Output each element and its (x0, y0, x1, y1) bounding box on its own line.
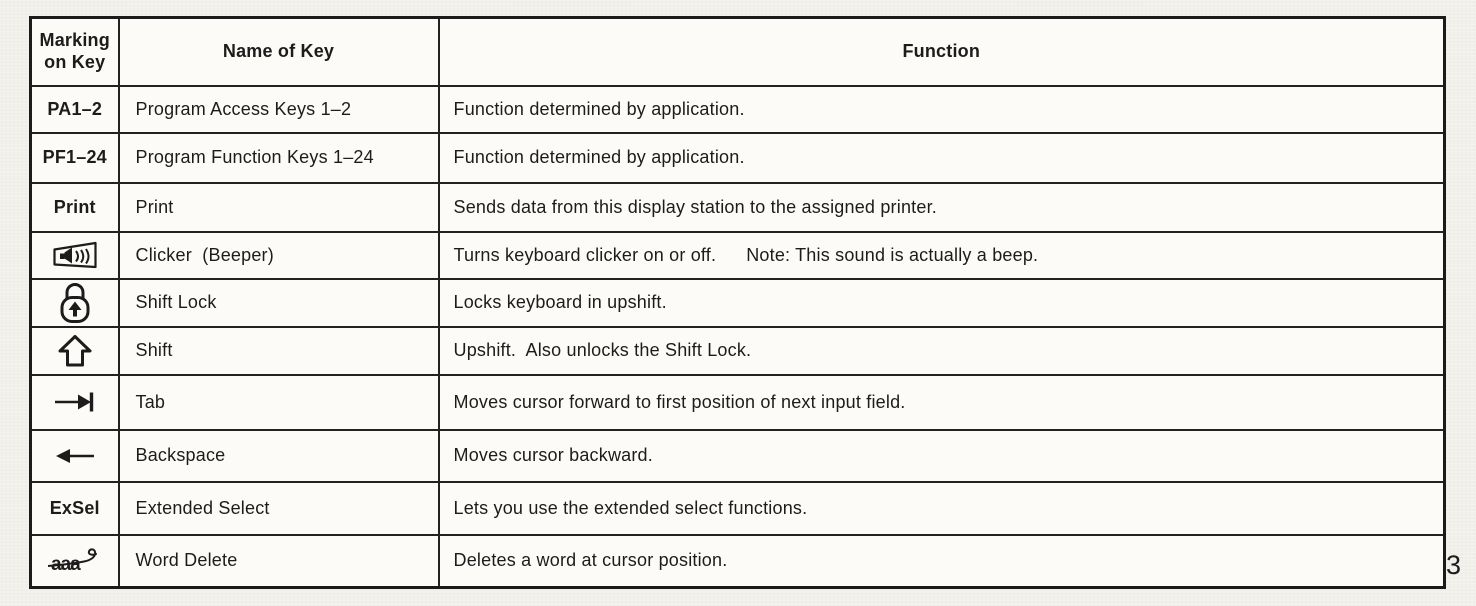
key-name-text: Program Function Keys 1–24 (135, 147, 374, 167)
key-function-cell: Sends data from this display station to … (437, 181, 1446, 233)
table-row: Shift Upshift. Also unlocks the Shift Loc… (29, 325, 1446, 376)
key-function-text: Function determined by application. (453, 147, 745, 167)
key-function-text: Function determined by application. (453, 98, 745, 119)
key-name-cell: Shift (117, 325, 440, 376)
key-function-cell: Locks keyboard in upshift. (437, 277, 1446, 328)
key-marking-cell: Print (29, 181, 120, 233)
key-marking-text: ExSel (49, 497, 100, 518)
key-name-cell: Extended Select (117, 480, 440, 536)
key-function-text: Moves cursor backward. (453, 445, 653, 465)
key-name-text: Program Access Keys 1–2 (135, 98, 352, 119)
page-number: 3 (1446, 550, 1462, 580)
key-marking-text: PA1–2 (47, 98, 103, 119)
key-marking-cell (29, 428, 120, 483)
table-row: Shift Lock Locks keyboard in upshift. (29, 277, 1446, 328)
table-row: Backspace Moves cursor backward. (29, 428, 1446, 483)
key-marking-cell (29, 373, 120, 431)
key-name-cell: Shift Lock (117, 277, 440, 328)
key-name-text: Word Delete (135, 550, 238, 571)
key-name-cell: Program Access Keys 1–2 (117, 84, 440, 134)
key-function-cell: Deletes a word at cursor position. (437, 533, 1446, 589)
key-function-text: Moves cursor forward to first position o… (453, 391, 906, 412)
key-function-text: Turns keyboard clicker on or off. (453, 244, 717, 265)
shift-up-arrow-icon (56, 334, 94, 368)
table-row: Tab Moves cursor forward to first positio… (29, 373, 1446, 431)
key-marking-cell (29, 230, 120, 280)
key-function-note: Note: This sound is actually a beep. (746, 244, 1039, 265)
key-name-text: Tab (135, 391, 166, 412)
key-name-text: Shift Lock (135, 292, 217, 312)
shift-lock-icon (56, 281, 94, 325)
word-delete-mark-icon: aaa (46, 545, 102, 577)
table-row: Clicker (Beeper) Turns keyboard clicker o… (29, 230, 1446, 280)
key-marking-cell: aaa (29, 533, 120, 589)
key-function-cell: Upshift. Also unlocks the Shift Lock. (437, 325, 1446, 376)
key-marking-cell: PF1–24 (29, 131, 120, 184)
key-function-text: Upshift. Also unlocks the Shift Lock. (453, 340, 752, 360)
key-function-cell: Turns keyboard clicker on or off. Note: T… (437, 230, 1446, 280)
tab-right-arrow-icon (53, 390, 97, 414)
key-function-cell: Function determined by application. (437, 84, 1446, 134)
header-name-of-key: Name of Key (117, 16, 440, 87)
key-name-cell: Clicker (Beeper) (117, 230, 440, 280)
key-function-text: Sends data from this display station to … (453, 196, 937, 217)
key-function-text: Deletes a word at cursor position. (453, 550, 728, 571)
key-marking-cell: ExSel (29, 480, 120, 536)
key-marking-text: Print (53, 196, 96, 217)
backspace-left-arrow-icon (54, 446, 96, 466)
key-function-text: Lets you use the extended select functio… (453, 497, 808, 518)
key-name-cell: Word Delete (117, 533, 440, 589)
key-marking-text: PF1–24 (42, 147, 107, 167)
table-row: Print Print Sends data from this display s… (29, 181, 1446, 233)
table-row: PA1–2 Program Access Keys 1–2 Function det… (29, 84, 1446, 134)
table-header-row: Marking on Key Name of Key Function (29, 16, 1446, 87)
header-function: Function (437, 16, 1446, 87)
key-reference-table: Marking on Key Name of Key Function PA1–… (29, 16, 1446, 589)
table-row: ExSel Extended Select Lets you use the ext… (29, 480, 1446, 536)
header-marking-on-key: Marking on Key (29, 16, 120, 87)
table-row: PF1–24 Program Function Keys 1–24 Function… (29, 131, 1446, 184)
key-name-cell: Tab (117, 373, 440, 431)
key-name-text: Backspace (135, 445, 226, 465)
key-name-text: Print (135, 196, 174, 217)
key-marking-cell: PA1–2 (29, 84, 120, 134)
clicker-speaker-icon (52, 241, 98, 269)
key-name-text: Shift (135, 340, 173, 360)
key-name-text: Clicker (Beeper) (135, 244, 274, 265)
key-function-cell: Function determined by application. (437, 131, 1446, 184)
key-function-cell: Moves cursor backward. (437, 428, 1446, 483)
key-function-text: Locks keyboard in upshift. (453, 292, 667, 312)
key-name-cell: Program Function Keys 1–24 (117, 131, 440, 184)
key-name-text: Extended Select (135, 497, 270, 518)
key-function-cell: Moves cursor forward to first position o… (437, 373, 1446, 431)
key-name-cell: Print (117, 181, 440, 233)
key-name-cell: Backspace (117, 428, 440, 483)
key-marking-cell (29, 277, 120, 328)
key-marking-cell (29, 325, 120, 376)
table-row: aaa Word Delete Deletes a word at cursor p… (29, 533, 1446, 589)
key-function-cell: Lets you use the extended select functio… (437, 480, 1446, 536)
